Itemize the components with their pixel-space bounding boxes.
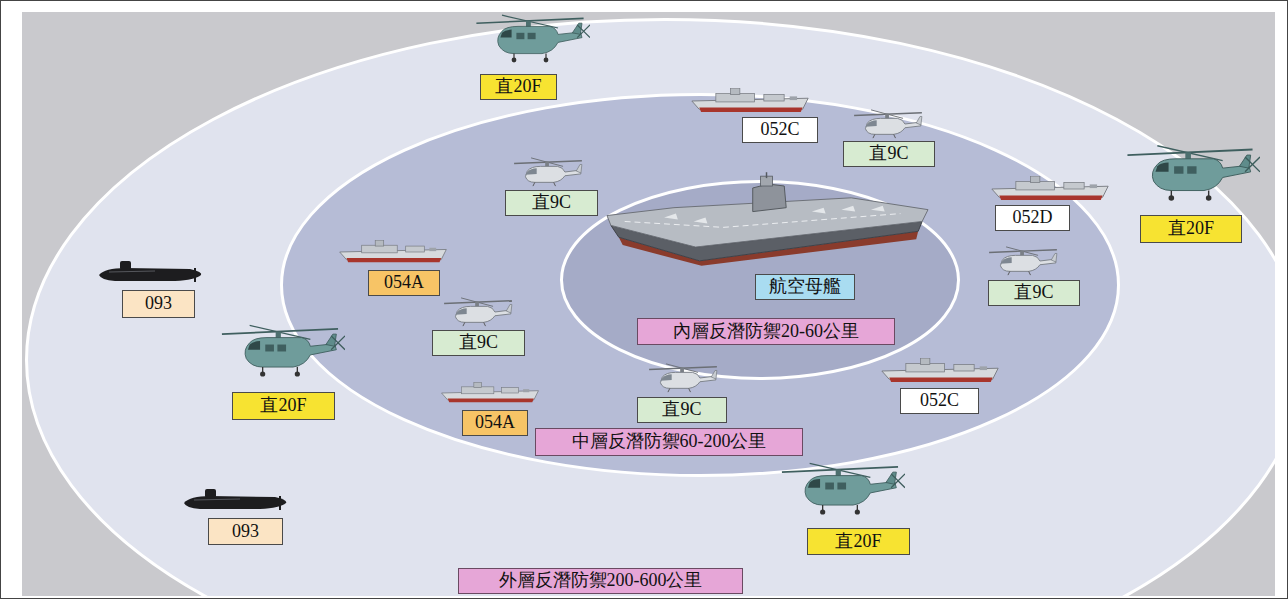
unit-name: 直9C — [1014, 282, 1053, 304]
unit-label: 航空母艦 — [755, 274, 855, 300]
unit-name: 093 — [232, 521, 259, 543]
unit-label: 054A — [462, 410, 528, 436]
unit-name: 054A — [475, 412, 515, 434]
unit-label: 直9C — [843, 141, 935, 167]
unit-name: 直9C — [869, 143, 908, 165]
zone-tag: 中層反潛防禦60-200公里 — [535, 428, 803, 456]
unit-label: 093 — [208, 518, 283, 545]
illustration — [22, 12, 1275, 596]
unit-label: 093 — [122, 290, 195, 318]
unit-label: 直9C — [505, 190, 598, 216]
unit-name: 054A — [384, 272, 424, 294]
unit-label: 直20F — [1140, 215, 1242, 243]
unit-label: 052D — [995, 205, 1070, 231]
unit-label: 052C — [742, 117, 818, 143]
zone-name: 外層反潛防禦200-600公里 — [499, 570, 703, 592]
unit-label: 054A — [368, 270, 440, 296]
zone-name: 中層反潛防禦60-200公里 — [572, 431, 767, 453]
unit-name: 直9C — [662, 399, 701, 421]
unit-label: 直9C — [637, 397, 727, 423]
unit-name: 052C — [760, 119, 799, 141]
zone-outline — [282, 95, 1119, 476]
unit-name: 直20F — [495, 76, 541, 98]
zone-outline — [27, 20, 1276, 597]
unit-name: 093 — [145, 293, 172, 315]
unit-name: 直9C — [532, 192, 571, 214]
zone-outline — [562, 182, 959, 379]
unit-name: 直20F — [260, 395, 306, 417]
zone-tag: 內層反潛防禦20-60公里 — [637, 318, 895, 345]
unit-name: 052C — [920, 390, 959, 412]
unit-label: 直9C — [988, 280, 1080, 306]
defense-zone: 中層反潛防禦60-200公里 內層反潛防禦20-60公里 航空母艦 052C 直9C 直9… — [280, 93, 1120, 477]
unit-label: 直20F — [232, 392, 335, 420]
unit-label: 直20F — [480, 74, 557, 100]
unit-label: 直20F — [807, 528, 910, 555]
unit-name: 052D — [1013, 207, 1053, 229]
sea-ground: 外層反潛防禦200-600公里 中層反潛防禦60-200公里 內層反潛防禦20-60… — [22, 12, 1275, 596]
unit-name: 直20F — [1168, 218, 1214, 240]
zone-tag: 外層反潛防禦200-600公里 — [458, 568, 743, 594]
zone-name: 內層反潛防禦20-60公里 — [673, 321, 859, 343]
unit-name: 直9C — [459, 332, 498, 354]
defense-zone: 外層反潛防禦200-600公里 中層反潛防禦60-200公里 內層反潛防禦20-60… — [25, 18, 1275, 596]
unit-name: 直20F — [835, 531, 881, 553]
unit-label: 直9C — [432, 330, 525, 356]
unit-name: 航空母艦 — [769, 276, 841, 298]
unit-label: 052C — [900, 388, 979, 414]
